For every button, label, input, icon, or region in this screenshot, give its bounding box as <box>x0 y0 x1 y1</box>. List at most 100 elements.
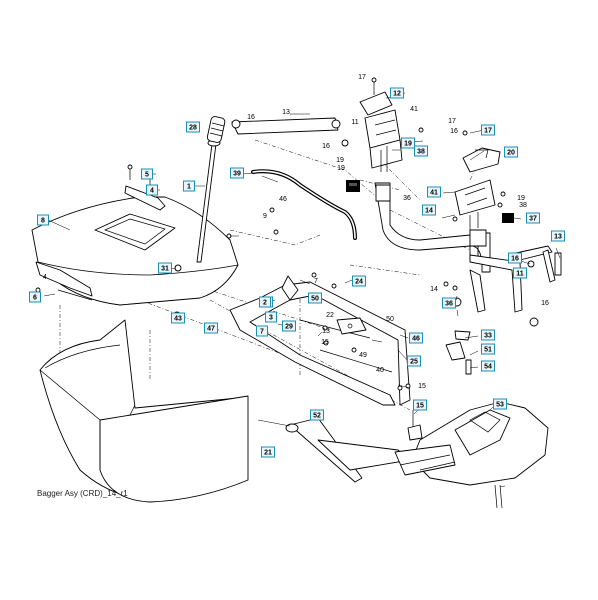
svg-text:51: 51 <box>484 347 492 354</box>
callout-box-2: 2 <box>259 296 271 308</box>
callout-box-25: 25 <box>407 355 421 367</box>
top-bracket <box>359 77 393 116</box>
callout-box-17: 17 <box>481 124 495 136</box>
callout-box-19: 19 <box>401 137 415 149</box>
boxed-callouts: 2854186314347391217201938411437131611363… <box>29 87 565 458</box>
svg-text:39: 39 <box>233 171 241 178</box>
callout-box-43: 43 <box>171 312 185 324</box>
callout-number-19: 19 <box>337 165 345 172</box>
callout-box-4: 4 <box>146 184 158 196</box>
callout-number-16: 16 <box>322 143 330 150</box>
svg-text:53: 53 <box>496 402 504 409</box>
callout-number-46: 46 <box>279 196 287 203</box>
callout-number-9: 9 <box>263 213 267 220</box>
svg-text:15: 15 <box>416 403 424 410</box>
rubber-block-left <box>346 180 360 192</box>
discharge-chute <box>394 401 549 486</box>
svg-text:33: 33 <box>484 333 492 340</box>
callout-box-51: 51 <box>481 343 495 355</box>
svg-text:8: 8 <box>41 218 45 225</box>
side-clip <box>35 261 93 301</box>
callout-box-47: 47 <box>204 322 218 334</box>
svg-text:50: 50 <box>311 296 319 303</box>
callout-box-31: 31 <box>158 262 172 274</box>
callout-box-50: 50 <box>308 292 322 304</box>
svg-text:2: 2 <box>263 300 267 307</box>
lift-rod <box>285 417 411 483</box>
svg-text:21: 21 <box>264 450 272 457</box>
callout-number-50: 50 <box>386 316 394 323</box>
callout-number-13: 13 <box>322 328 330 335</box>
callout-box-15: 15 <box>413 399 427 411</box>
callout-number-41: 41 <box>410 106 418 113</box>
diagram-caption: Bagger Asy (CRD)_14_r1 <box>37 489 128 498</box>
svg-text:36: 36 <box>445 301 453 308</box>
callout-number-16: 16 <box>541 300 549 307</box>
callout-number-15: 15 <box>321 339 329 346</box>
callout-box-38: 38 <box>414 145 428 157</box>
callout-number-7: 7 <box>314 278 318 285</box>
callout-number-49: 49 <box>359 352 367 359</box>
callout-box-46: 46 <box>409 332 423 344</box>
pin-part <box>407 410 503 509</box>
svg-text:17: 17 <box>484 128 492 135</box>
right-bracket <box>462 147 501 173</box>
callout-number-14: 14 <box>430 286 438 293</box>
svg-text:29: 29 <box>285 324 293 331</box>
callout-number-16: 16 <box>247 114 255 121</box>
callout-box-24: 24 <box>352 275 366 287</box>
callout-box-16: 16 <box>508 252 522 264</box>
svg-text:13: 13 <box>554 234 562 241</box>
svg-text:31: 31 <box>161 266 169 273</box>
callout-box-5: 5 <box>141 168 153 180</box>
right-arm <box>443 245 562 327</box>
callout-box-13: 13 <box>551 230 565 242</box>
callout-box-33: 33 <box>481 329 495 341</box>
svg-text:1: 1 <box>187 184 191 191</box>
svg-text:4: 4 <box>150 188 154 195</box>
svg-text:3: 3 <box>269 315 273 322</box>
svg-text:24: 24 <box>355 279 363 286</box>
callout-number-4: 4 <box>43 274 47 281</box>
svg-text:28: 28 <box>189 125 197 132</box>
svg-text:43: 43 <box>174 316 182 323</box>
svg-text:12: 12 <box>393 91 401 98</box>
right-mount <box>454 179 496 230</box>
callout-number-13: 13 <box>282 109 290 116</box>
callout-box-28: 28 <box>186 121 200 133</box>
handle-rod <box>196 116 226 263</box>
callout-number-17: 17 <box>358 74 366 81</box>
left-mount <box>364 109 403 172</box>
bagger-cover <box>31 196 239 306</box>
rubber-block-right <box>502 213 514 223</box>
callout-box-1: 1 <box>183 180 195 192</box>
callout-number-36: 36 <box>403 195 411 202</box>
svg-text:20: 20 <box>507 150 515 157</box>
clip-part <box>445 330 472 375</box>
svg-text:5: 5 <box>145 172 149 179</box>
lower-frame <box>229 275 411 406</box>
callout-box-21: 21 <box>261 446 275 458</box>
callout-number-19: 19 <box>517 195 525 202</box>
callout-box-39: 39 <box>230 167 244 179</box>
callout-box-12: 12 <box>390 87 404 99</box>
callout-number-38: 38 <box>519 202 527 209</box>
bracket-plate <box>336 317 367 335</box>
svg-text:7: 7 <box>260 329 264 336</box>
callout-number-16: 16 <box>450 128 458 135</box>
svg-text:16: 16 <box>511 256 519 263</box>
svg-text:47: 47 <box>207 326 215 333</box>
callout-box-3: 3 <box>265 311 277 323</box>
callout-box-37: 37 <box>526 212 540 224</box>
callout-box-11: 11 <box>513 267 527 279</box>
callout-number-11: 11 <box>351 119 358 126</box>
svg-text:41: 41 <box>430 190 438 197</box>
callout-number-15: 15 <box>418 383 426 390</box>
svg-text:52: 52 <box>313 413 321 420</box>
callout-box-41: 41 <box>427 186 441 198</box>
collector-bag <box>39 319 249 503</box>
callout-number-19: 19 <box>336 157 344 164</box>
top-bar <box>231 117 341 135</box>
